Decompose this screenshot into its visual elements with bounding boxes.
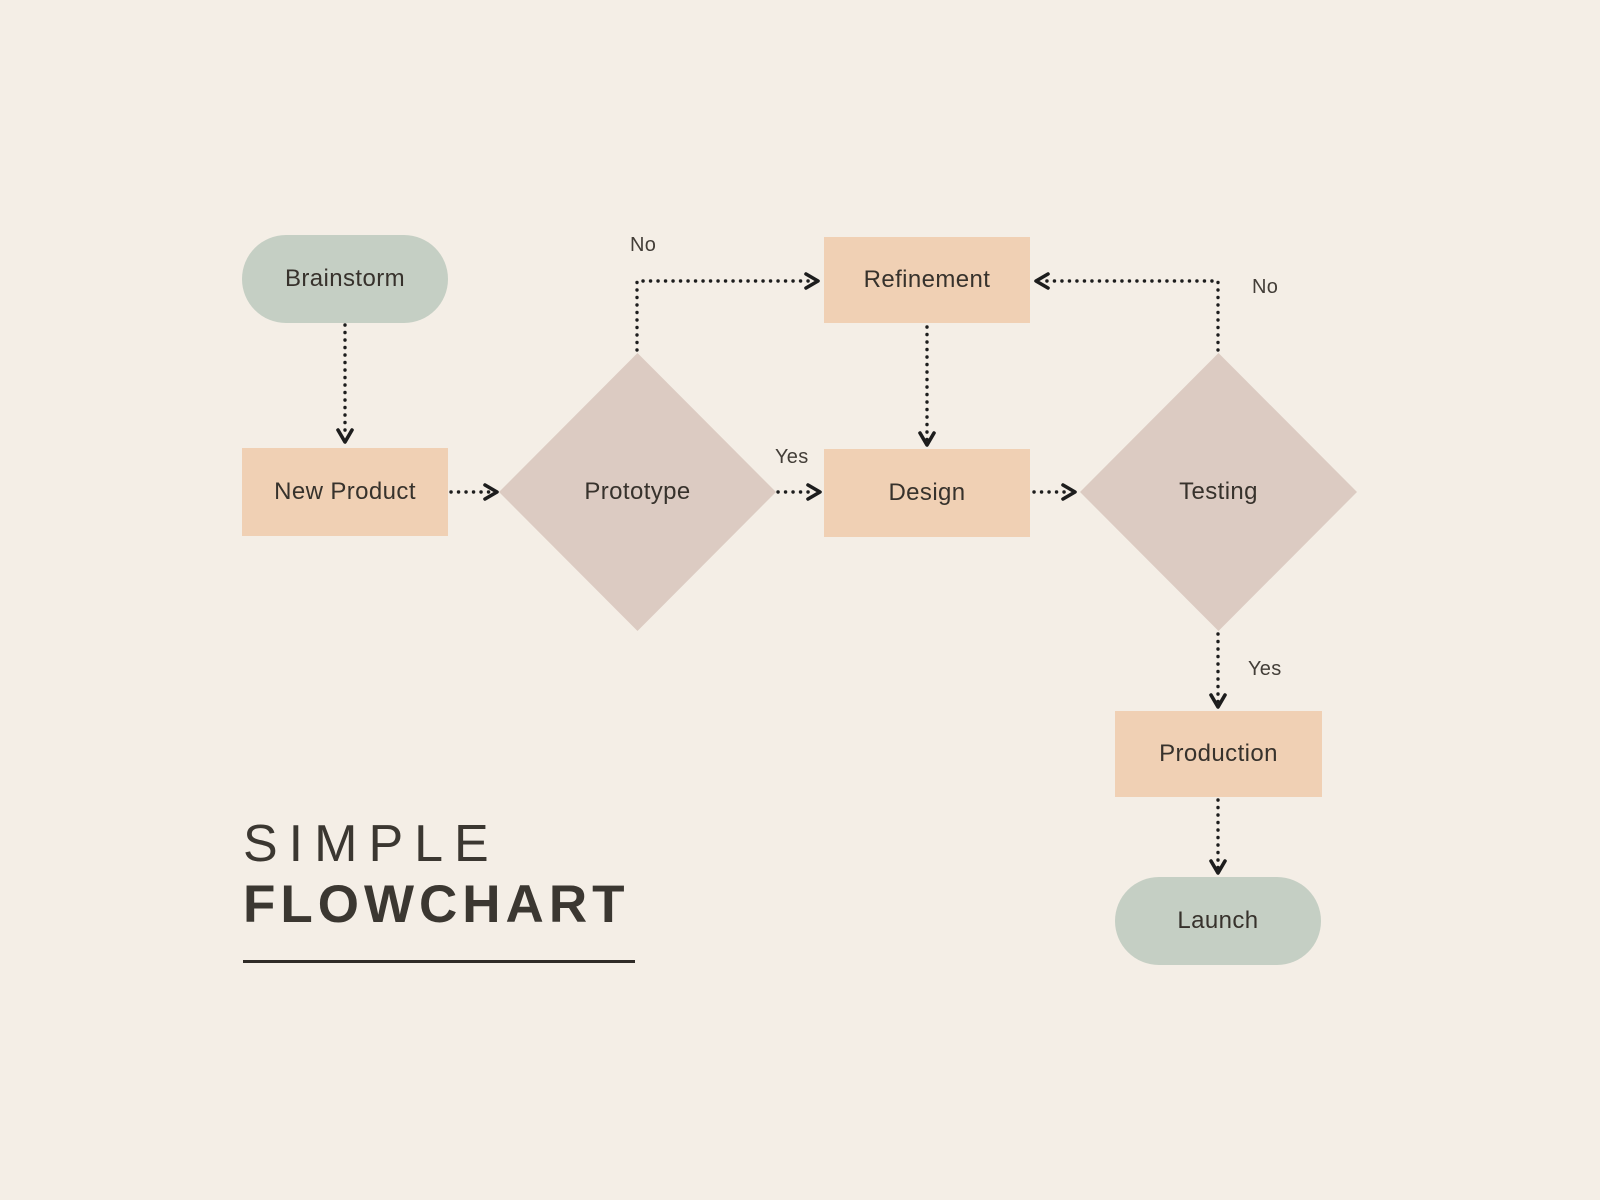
node-testing-label: Testing bbox=[1179, 478, 1258, 505]
edge-testing-to-refinement bbox=[1034, 272, 1220, 352]
node-refinement-label: Refinement bbox=[863, 266, 991, 293]
edge-prototype-to-refinement bbox=[635, 272, 820, 352]
edge-label-testing-yes: Yes bbox=[1248, 658, 1282, 680]
edge-label-prototype-yes: Yes bbox=[775, 446, 809, 468]
node-refinement: Refinement bbox=[824, 237, 1030, 323]
node-production: Production bbox=[1115, 711, 1322, 797]
node-brainstorm: Brainstorm bbox=[242, 235, 448, 323]
edge-label-prototype-no: No bbox=[630, 234, 657, 256]
node-new-product: New Product bbox=[242, 448, 448, 536]
node-prototype-label: Prototype bbox=[584, 478, 691, 505]
node-brainstorm-label: Brainstorm bbox=[284, 265, 406, 292]
node-launch-label: Launch bbox=[1177, 907, 1259, 934]
title-line-flowchart: FLOWCHART bbox=[243, 875, 630, 934]
edge-label-testing-no: No bbox=[1252, 276, 1279, 298]
node-launch: Launch bbox=[1115, 877, 1321, 965]
node-design-label: Design bbox=[888, 479, 966, 506]
title-underline bbox=[243, 960, 635, 963]
node-prototype: Prototype bbox=[499, 353, 776, 631]
node-new-product-label: New Product bbox=[274, 478, 416, 505]
node-testing: Testing bbox=[1080, 353, 1357, 631]
node-production-label: Production bbox=[1159, 740, 1278, 767]
node-design: Design bbox=[824, 449, 1030, 537]
title-block: SIMPLE FLOWCHART bbox=[243, 818, 635, 963]
title-line-simple: SIMPLE bbox=[243, 815, 500, 873]
